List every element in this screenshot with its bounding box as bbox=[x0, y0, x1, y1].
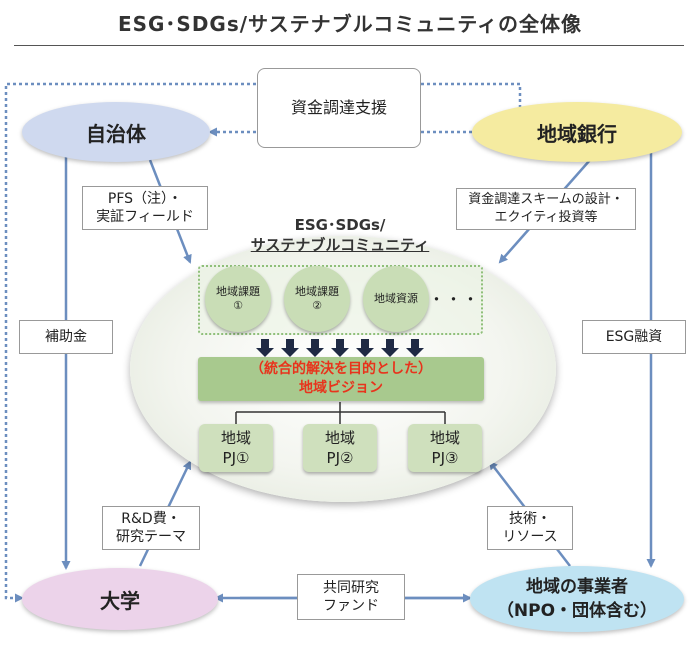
title-divider bbox=[14, 45, 684, 46]
local-business-node: 地域の事業者 （NPO・団体含む） bbox=[470, 566, 684, 632]
project-box-1: 地域 PJ① bbox=[199, 424, 273, 472]
scheme-label: 資金調達スキームの設計・ エクイティ投資等 bbox=[456, 188, 636, 230]
community-title-line2: サステナブルコミュニティ bbox=[250, 236, 430, 254]
joint-research-label: 共同研究 ファンド bbox=[297, 574, 405, 620]
vision-subtitle: （統合的解決を目的とした） bbox=[250, 361, 432, 377]
community-title-line1: ESG･SDGs/ bbox=[294, 216, 386, 234]
regional-bank-node: 地域銀行 bbox=[472, 102, 682, 162]
project-box-3: 地域 PJ③ bbox=[408, 424, 482, 472]
vision-box: （統合的解決を目的とした） 地域ビジョン bbox=[198, 357, 484, 401]
rnd-label: R&D費・ 研究テーマ bbox=[102, 506, 200, 550]
issue-circle-1: 地域課題 ① bbox=[205, 266, 271, 332]
vision-title: 地域ビジョン bbox=[299, 380, 383, 396]
down-arrow-5 bbox=[356, 339, 374, 357]
issues-ellipsis: ・・・ bbox=[428, 290, 480, 309]
page-title: ESG･SDGs/サステナブルコミュニティの全体像 bbox=[117, 12, 583, 36]
down-arrow-4 bbox=[331, 339, 349, 357]
tech-label: 技術・ リソース bbox=[487, 506, 573, 550]
local-government-node: 自治体 bbox=[22, 102, 210, 162]
community-title: ESG･SDGs/ サステナブルコミュニティ bbox=[230, 213, 450, 257]
university-node: 大学 bbox=[22, 568, 218, 630]
pfs-label: PFS（注）・ 実証フィールド bbox=[82, 186, 208, 230]
esg-loan-label: ESG融資 bbox=[582, 320, 686, 354]
down-arrow-1 bbox=[256, 339, 274, 357]
dotted-loop-arrow bbox=[4, 82, 522, 603]
subsidy-label: 補助金 bbox=[19, 320, 113, 354]
funding-support-label: 資金調達支援 bbox=[257, 68, 421, 148]
down-arrow-7 bbox=[406, 339, 424, 357]
issue-circle-3: 地域資源 bbox=[363, 266, 429, 332]
project-box-2: 地域 PJ② bbox=[303, 424, 377, 472]
down-arrow-3 bbox=[306, 339, 324, 357]
down-arrow-6 bbox=[381, 339, 399, 357]
down-arrow-2 bbox=[281, 339, 299, 357]
issue-circle-2: 地域課題 ② bbox=[284, 266, 350, 332]
project-connector bbox=[235, 402, 446, 424]
